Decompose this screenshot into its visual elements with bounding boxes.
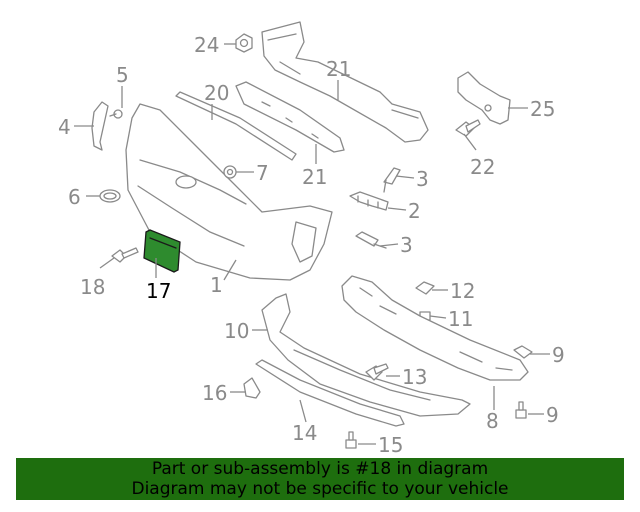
- part-2-guide-bracket: [349, 191, 389, 211]
- label-12: 11: [448, 307, 473, 331]
- part-3-pin-upper: [383, 167, 401, 193]
- label-18[interactable]: 17: [146, 279, 171, 303]
- label-21: 21: [302, 165, 327, 189]
- label-24: 24: [194, 33, 219, 57]
- label-17: 16: [202, 381, 227, 405]
- label-25: 25: [530, 97, 555, 121]
- part-4-side-bracket: [91, 101, 109, 151]
- part-13-clip: [415, 281, 435, 295]
- part-11-lower-valance: [261, 293, 471, 417]
- label-15: 14: [292, 421, 317, 445]
- part-16-bolt: [345, 431, 357, 449]
- label-13: 12: [450, 279, 475, 303]
- part-8-lower-reinforcement: [341, 275, 529, 381]
- part-25-bracket: [457, 71, 511, 125]
- part-7-clip: [223, 165, 237, 179]
- label-14: 13: [402, 365, 427, 389]
- label-19: 18: [80, 275, 105, 299]
- label-9: 9: [546, 403, 559, 427]
- label-2: 2: [408, 199, 421, 223]
- label-4: 4: [58, 115, 71, 139]
- leader-lines: [74, 43, 550, 445]
- label-8: 8: [486, 409, 499, 433]
- part-24-nut: [235, 33, 253, 53]
- label-11: 10: [224, 319, 249, 343]
- label-3-lower: 3: [400, 233, 413, 257]
- part-9-bolt: [515, 401, 527, 419]
- label-7: 7: [256, 161, 269, 185]
- parts-diagram: 24 21 25 22 20 21 4 5 6 7 3 2 3 18 17 1 …: [58, 21, 565, 456]
- label-3-upper: 3: [416, 167, 429, 191]
- part-10-clip: [513, 345, 533, 359]
- part-labels: 24 21 25 22 20 21 4 5 6 7 3 2 3 18 17 1 …: [58, 33, 565, 456]
- part-1-bumper-cover: [125, 103, 333, 281]
- label-10: 9: [552, 343, 565, 367]
- label-6: 6: [68, 185, 81, 209]
- part-22-reinforcement-beam: [261, 21, 429, 143]
- label-5: 5: [116, 63, 129, 87]
- part-6-emblem-ring: [99, 189, 121, 203]
- label-1: 1: [210, 273, 223, 297]
- part-19-bolt: [111, 247, 139, 263]
- label-22: 21: [326, 57, 351, 81]
- part-20-molding-strip: [175, 91, 297, 161]
- part-18-highlighted[interactable]: [143, 229, 181, 273]
- label-20: 20: [204, 81, 229, 105]
- info-banner: Part or sub-assembly is #18 in diagram D…: [16, 458, 624, 500]
- part-14-bolt: [365, 363, 389, 381]
- part-21-upper-bracket: [235, 81, 345, 153]
- label-23: 22: [470, 155, 495, 179]
- part-17-bracket: [243, 377, 261, 399]
- label-16: 15: [378, 433, 403, 456]
- part-15-lower-strip: [255, 359, 405, 427]
- banner-line-1: Part or sub-assembly is #18 in diagram: [151, 459, 489, 479]
- part-5-screw: [109, 109, 123, 119]
- part-23-bolt: [455, 119, 481, 137]
- banner-line-2: Diagram may not be specific to your vehi…: [131, 479, 509, 499]
